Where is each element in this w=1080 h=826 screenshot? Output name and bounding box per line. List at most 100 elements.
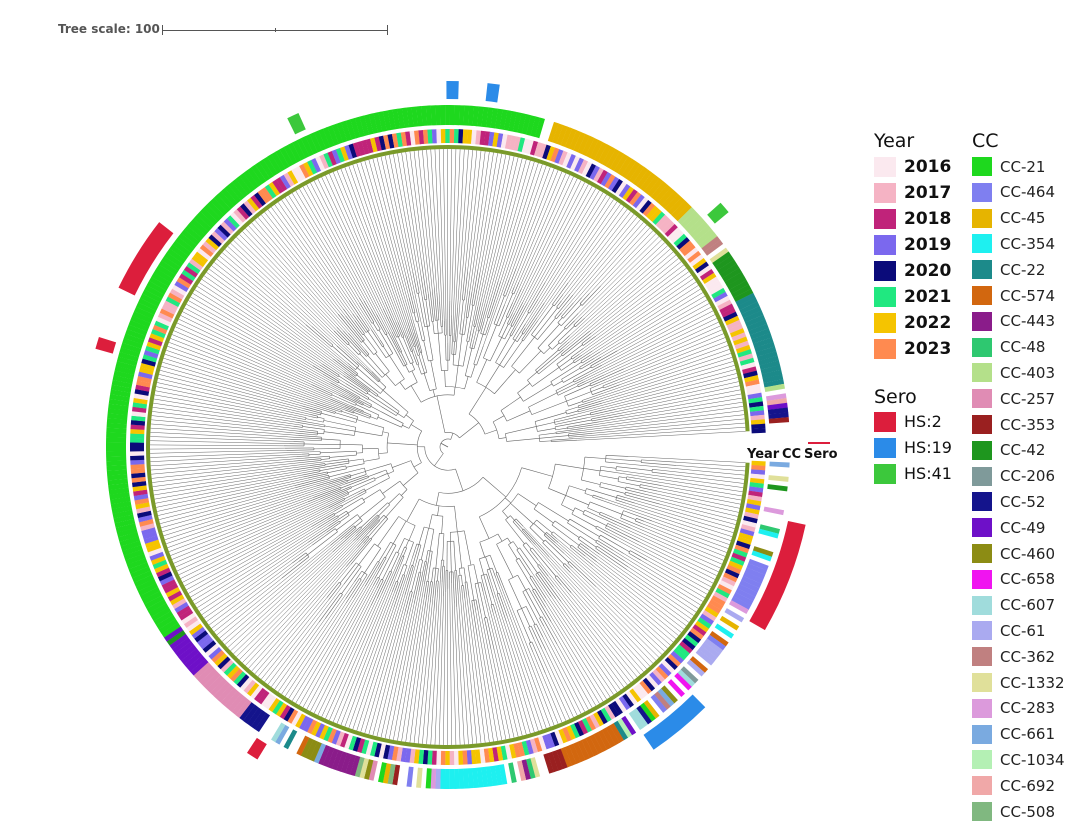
tree-branch xyxy=(463,567,467,583)
tree-branch xyxy=(468,387,487,415)
tree-branch xyxy=(566,410,744,433)
year-ring-cell xyxy=(154,320,170,331)
tree-branch xyxy=(457,531,463,569)
tree-branch xyxy=(413,312,417,322)
year-ring-cell xyxy=(747,494,763,502)
cc-ring-cell xyxy=(193,214,212,232)
tree-branch xyxy=(461,575,463,586)
cc-ring-cell xyxy=(116,527,138,538)
tree-branch xyxy=(416,320,420,323)
tree-branch xyxy=(600,482,626,489)
tree-branch xyxy=(536,201,618,319)
legend-year-item-swatch xyxy=(874,338,896,359)
tree-branch xyxy=(203,532,327,619)
tree-branch xyxy=(616,341,727,384)
cc-ring-cell xyxy=(667,679,685,698)
year-ring-cell xyxy=(319,154,330,170)
tree-branch xyxy=(420,275,426,300)
tree-branch xyxy=(310,584,377,712)
cc-ring-cell xyxy=(628,710,645,731)
tree-branch xyxy=(182,311,355,400)
tree-branch xyxy=(352,607,395,730)
tree-branch xyxy=(495,362,504,368)
tree-branch xyxy=(622,473,743,493)
tree-branch xyxy=(150,450,287,454)
tree-branch xyxy=(566,410,579,415)
year-ring-cell xyxy=(142,531,158,540)
cc-ring-cell xyxy=(254,161,271,182)
legend-cc-item-cc-692: CC-692 xyxy=(972,774,1055,797)
tree-branch xyxy=(428,359,434,362)
legend-year-title: Year xyxy=(874,130,915,152)
cc-ring-cell xyxy=(106,460,127,467)
cc-ring-cell xyxy=(577,133,591,155)
year-ring-cell xyxy=(250,685,263,699)
tree-branch xyxy=(539,440,552,442)
tree-branch xyxy=(219,545,331,639)
tree-branch xyxy=(417,364,422,375)
tree-branch xyxy=(527,379,533,387)
tree-branch xyxy=(463,585,466,599)
cc-ring-cell xyxy=(113,514,135,524)
year-ring-cell xyxy=(214,653,228,667)
cc-ring-cell xyxy=(689,221,709,239)
tree-branch xyxy=(505,426,537,434)
year-ring-cell xyxy=(165,296,181,308)
tree-branch xyxy=(557,325,575,342)
tree-branch xyxy=(429,529,435,551)
cc-ring-cell xyxy=(235,699,252,719)
tree-branch xyxy=(530,569,614,695)
tree-branch xyxy=(482,591,519,737)
tree-branch xyxy=(560,335,570,345)
cc-ring-cell xyxy=(178,233,197,250)
year-ring-cell xyxy=(750,473,765,480)
tree-branch xyxy=(331,345,358,368)
tree-branch xyxy=(429,388,437,391)
cc-ring-cell xyxy=(313,130,327,151)
legend-cc-title: CC xyxy=(972,130,999,152)
year-ring-cell xyxy=(431,750,437,765)
tree-branch xyxy=(377,577,380,579)
cc-ring-cell xyxy=(425,768,432,789)
tree-branch xyxy=(618,528,717,576)
tree-branch xyxy=(475,610,498,741)
year-ring-cell xyxy=(629,191,642,206)
tree-branch xyxy=(331,344,334,347)
ring-label-year: Year xyxy=(747,447,780,462)
year-ring-cell xyxy=(323,152,333,168)
tree-branch xyxy=(573,354,583,362)
year-ring-cell xyxy=(161,304,177,315)
tree-branch xyxy=(595,268,687,337)
legend-cc-item-label: CC-403 xyxy=(1000,363,1055,382)
tree-branch xyxy=(450,315,452,336)
tree-branch xyxy=(512,312,529,340)
tree-branch xyxy=(494,369,516,394)
year-ring-cell xyxy=(331,149,341,165)
cc-ring-cell xyxy=(263,156,278,177)
cc-ring-cell xyxy=(751,332,772,344)
tree-branch xyxy=(548,328,566,346)
tree-branch xyxy=(370,405,404,424)
tree-branch xyxy=(344,528,357,539)
tree-branch xyxy=(184,307,350,395)
tree-branch xyxy=(354,399,364,405)
tree-branch xyxy=(492,421,500,439)
tree-branch xyxy=(507,313,513,324)
year-ring-cell xyxy=(577,719,588,735)
year-ring-cell xyxy=(142,354,158,363)
year-ring-cell xyxy=(554,730,564,745)
cc-ring-cell xyxy=(547,121,559,143)
tree-branch xyxy=(445,335,447,361)
legend-cc-item-swatch xyxy=(972,389,992,409)
cc-ring-cell xyxy=(115,361,137,371)
legend-cc-item-label: CC-692 xyxy=(1000,776,1055,795)
year-ring-cell xyxy=(475,749,482,764)
tree-branch xyxy=(489,337,502,362)
tree-branch xyxy=(373,351,378,355)
tree-branch xyxy=(572,353,580,360)
tree-branch xyxy=(406,591,413,616)
legend-cc-item-label: CC-52 xyxy=(1000,492,1046,511)
tree-branch xyxy=(335,412,358,420)
tree-branch xyxy=(336,330,350,344)
tree-scale-label: Tree scale: 100 xyxy=(58,22,160,36)
